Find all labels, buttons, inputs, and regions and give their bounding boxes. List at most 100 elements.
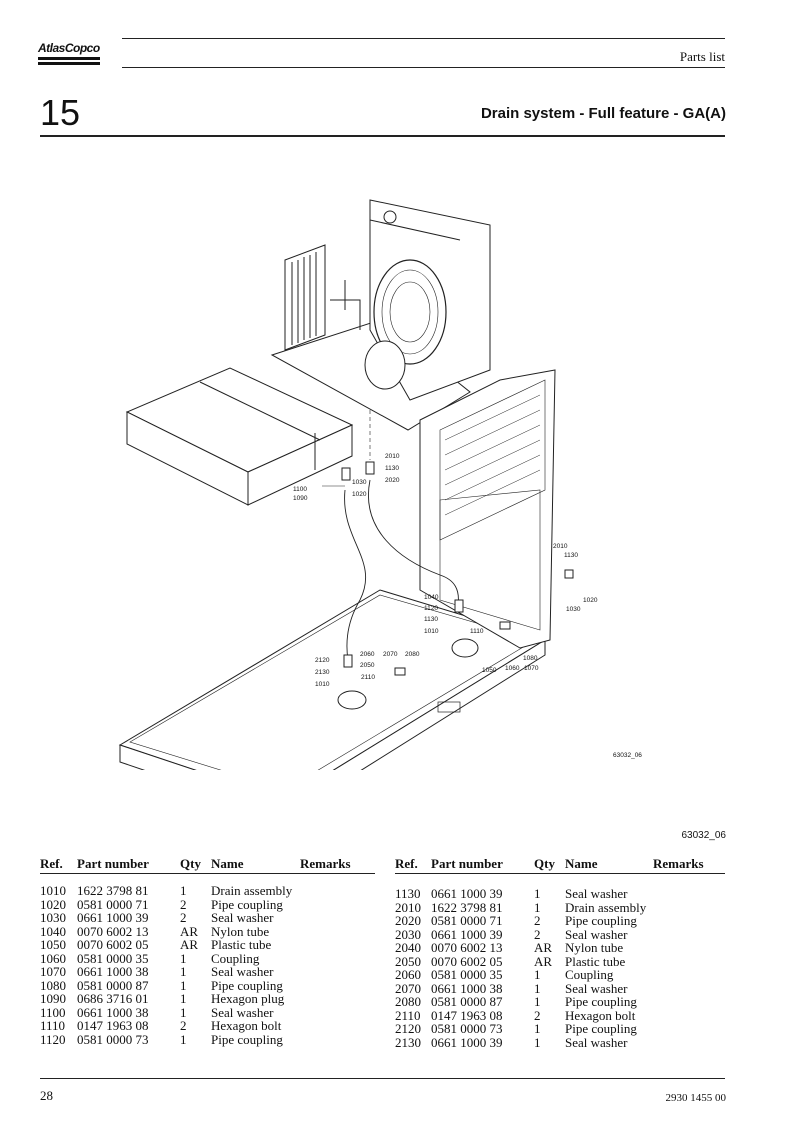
callout-2020-right: 1130 [564,552,578,559]
callout-2020: 1130 [385,465,399,472]
logo-bar [38,62,100,65]
name-cell: Drain assembly [211,883,293,898]
part-number-cell: 0070 6002 05 [431,953,503,969]
ref-cell: 2120 [395,1021,421,1036]
part-number-cell: 0147 1963 08 [431,1007,503,1023]
section-label: Parts list [679,49,725,64]
part-number-cell: 0661 1000 39 [77,910,149,925]
col-name: Name [565,856,598,871]
name-cell: Pipe coupling [565,994,637,1009]
name-cell: Pipe coupling [211,896,283,912]
callout-1070: 1070 [524,665,539,672]
name-cell: Nylon tube [211,923,270,939]
name-cell: Pipe coupling [565,1021,637,1036]
callout-1030: 1030 [352,479,367,486]
drain-valve-2010 [337,690,367,710]
part-number-cell: 0661 1000 38 [431,980,503,996]
col-part-number: Part number [77,856,149,871]
name-cell: Pipe coupling [211,977,283,993]
name-cell: Hexagon bolt [565,1007,636,1023]
callout-1020: 1020 [352,491,367,498]
remarks-cell [300,925,375,939]
qty-cell: 1 [180,1004,187,1020]
qty-cell: 1 [534,1034,541,1050]
callout-1020-right: 1020 [583,597,598,604]
title-rule [40,135,725,137]
qty-cell: 1 [534,967,541,982]
ref-cell: 1070 [40,964,66,979]
atlas-copco-logo: AtlasCopco [38,38,100,67]
callout-1100: 1100 [293,486,307,493]
name-cell: Seal washer [565,926,628,942]
part-number-cell: 0581 0000 71 [431,913,503,928]
qty-cell: 1 [180,1031,187,1047]
part-number-cell: 0686 3716 01 [77,991,149,1006]
table-header-row: Ref. Part number Qty Name Remarks [40,857,375,873]
part-number-cell: 0070 6002 05 [77,937,149,952]
callout-2040: 2020 [385,477,400,484]
ref-cell: 2050 [395,953,421,969]
col-ref: Ref. [395,856,418,871]
callout-1040: 1040 [424,594,439,601]
remarks-cell [300,965,375,979]
section-title: Drain system - Full feature - GA(A) [480,105,726,122]
callout-2070: 2070 [383,651,398,658]
table-spacer [395,873,725,887]
remarks-cell [300,884,375,898]
name-cell: Pipe coupling [211,1031,283,1047]
ref-cell: 1010 [40,883,66,898]
callout-1060: 1060 [505,665,520,672]
part-number-cell: 0147 1963 08 [77,1018,149,1033]
qty-cell: 1 [534,980,541,996]
callout-2130: 2130 [315,669,330,676]
ref-cell: 2110 [395,1007,421,1023]
callout-2080: 2080 [405,651,420,658]
col-name: Name [211,856,244,871]
remarks-cell [300,952,375,966]
qty-cell: AR [180,923,199,939]
qty-cell: 1 [534,1021,541,1036]
table-header-row: Ref. Part number Qty Name Remarks [395,857,725,873]
remarks-cell [653,887,725,901]
ref-cell: 1100 [40,1004,66,1020]
exploded-view-drawing: 2010 1130 2020 1030 1020 1100 1090 2010 … [118,199,642,770]
remarks-cell [300,1006,375,1020]
ref-cell: 2030 [395,926,421,942]
name-cell: Coupling [211,950,260,966]
part-number-cell: 0661 1000 38 [77,1004,149,1020]
name-cell: Seal washer [565,1034,628,1050]
cooler-frame [419,369,556,649]
remarks-cell [653,982,725,996]
ref-cell: 2020 [395,913,421,928]
ref-cell: 2130 [395,1034,421,1050]
qty-cell: 1 [180,883,187,898]
remarks-cell [300,979,375,993]
brand-text: AtlasCopco [38,41,100,55]
figure-code-inner: 63032_06 [613,752,642,759]
qty-cell: AR [534,953,553,969]
section-number: 15 [40,92,81,133]
remarks-cell [653,1022,725,1036]
part-number-cell: 0581 0000 71 [77,896,149,912]
refrigerant-unit [270,199,491,431]
ref-cell: 1110 [40,1018,66,1033]
qty-cell: AR [534,940,553,955]
qty-cell: 2 [180,896,187,912]
callout-2120: 2120 [315,657,330,664]
qty-cell: 1 [180,977,187,993]
